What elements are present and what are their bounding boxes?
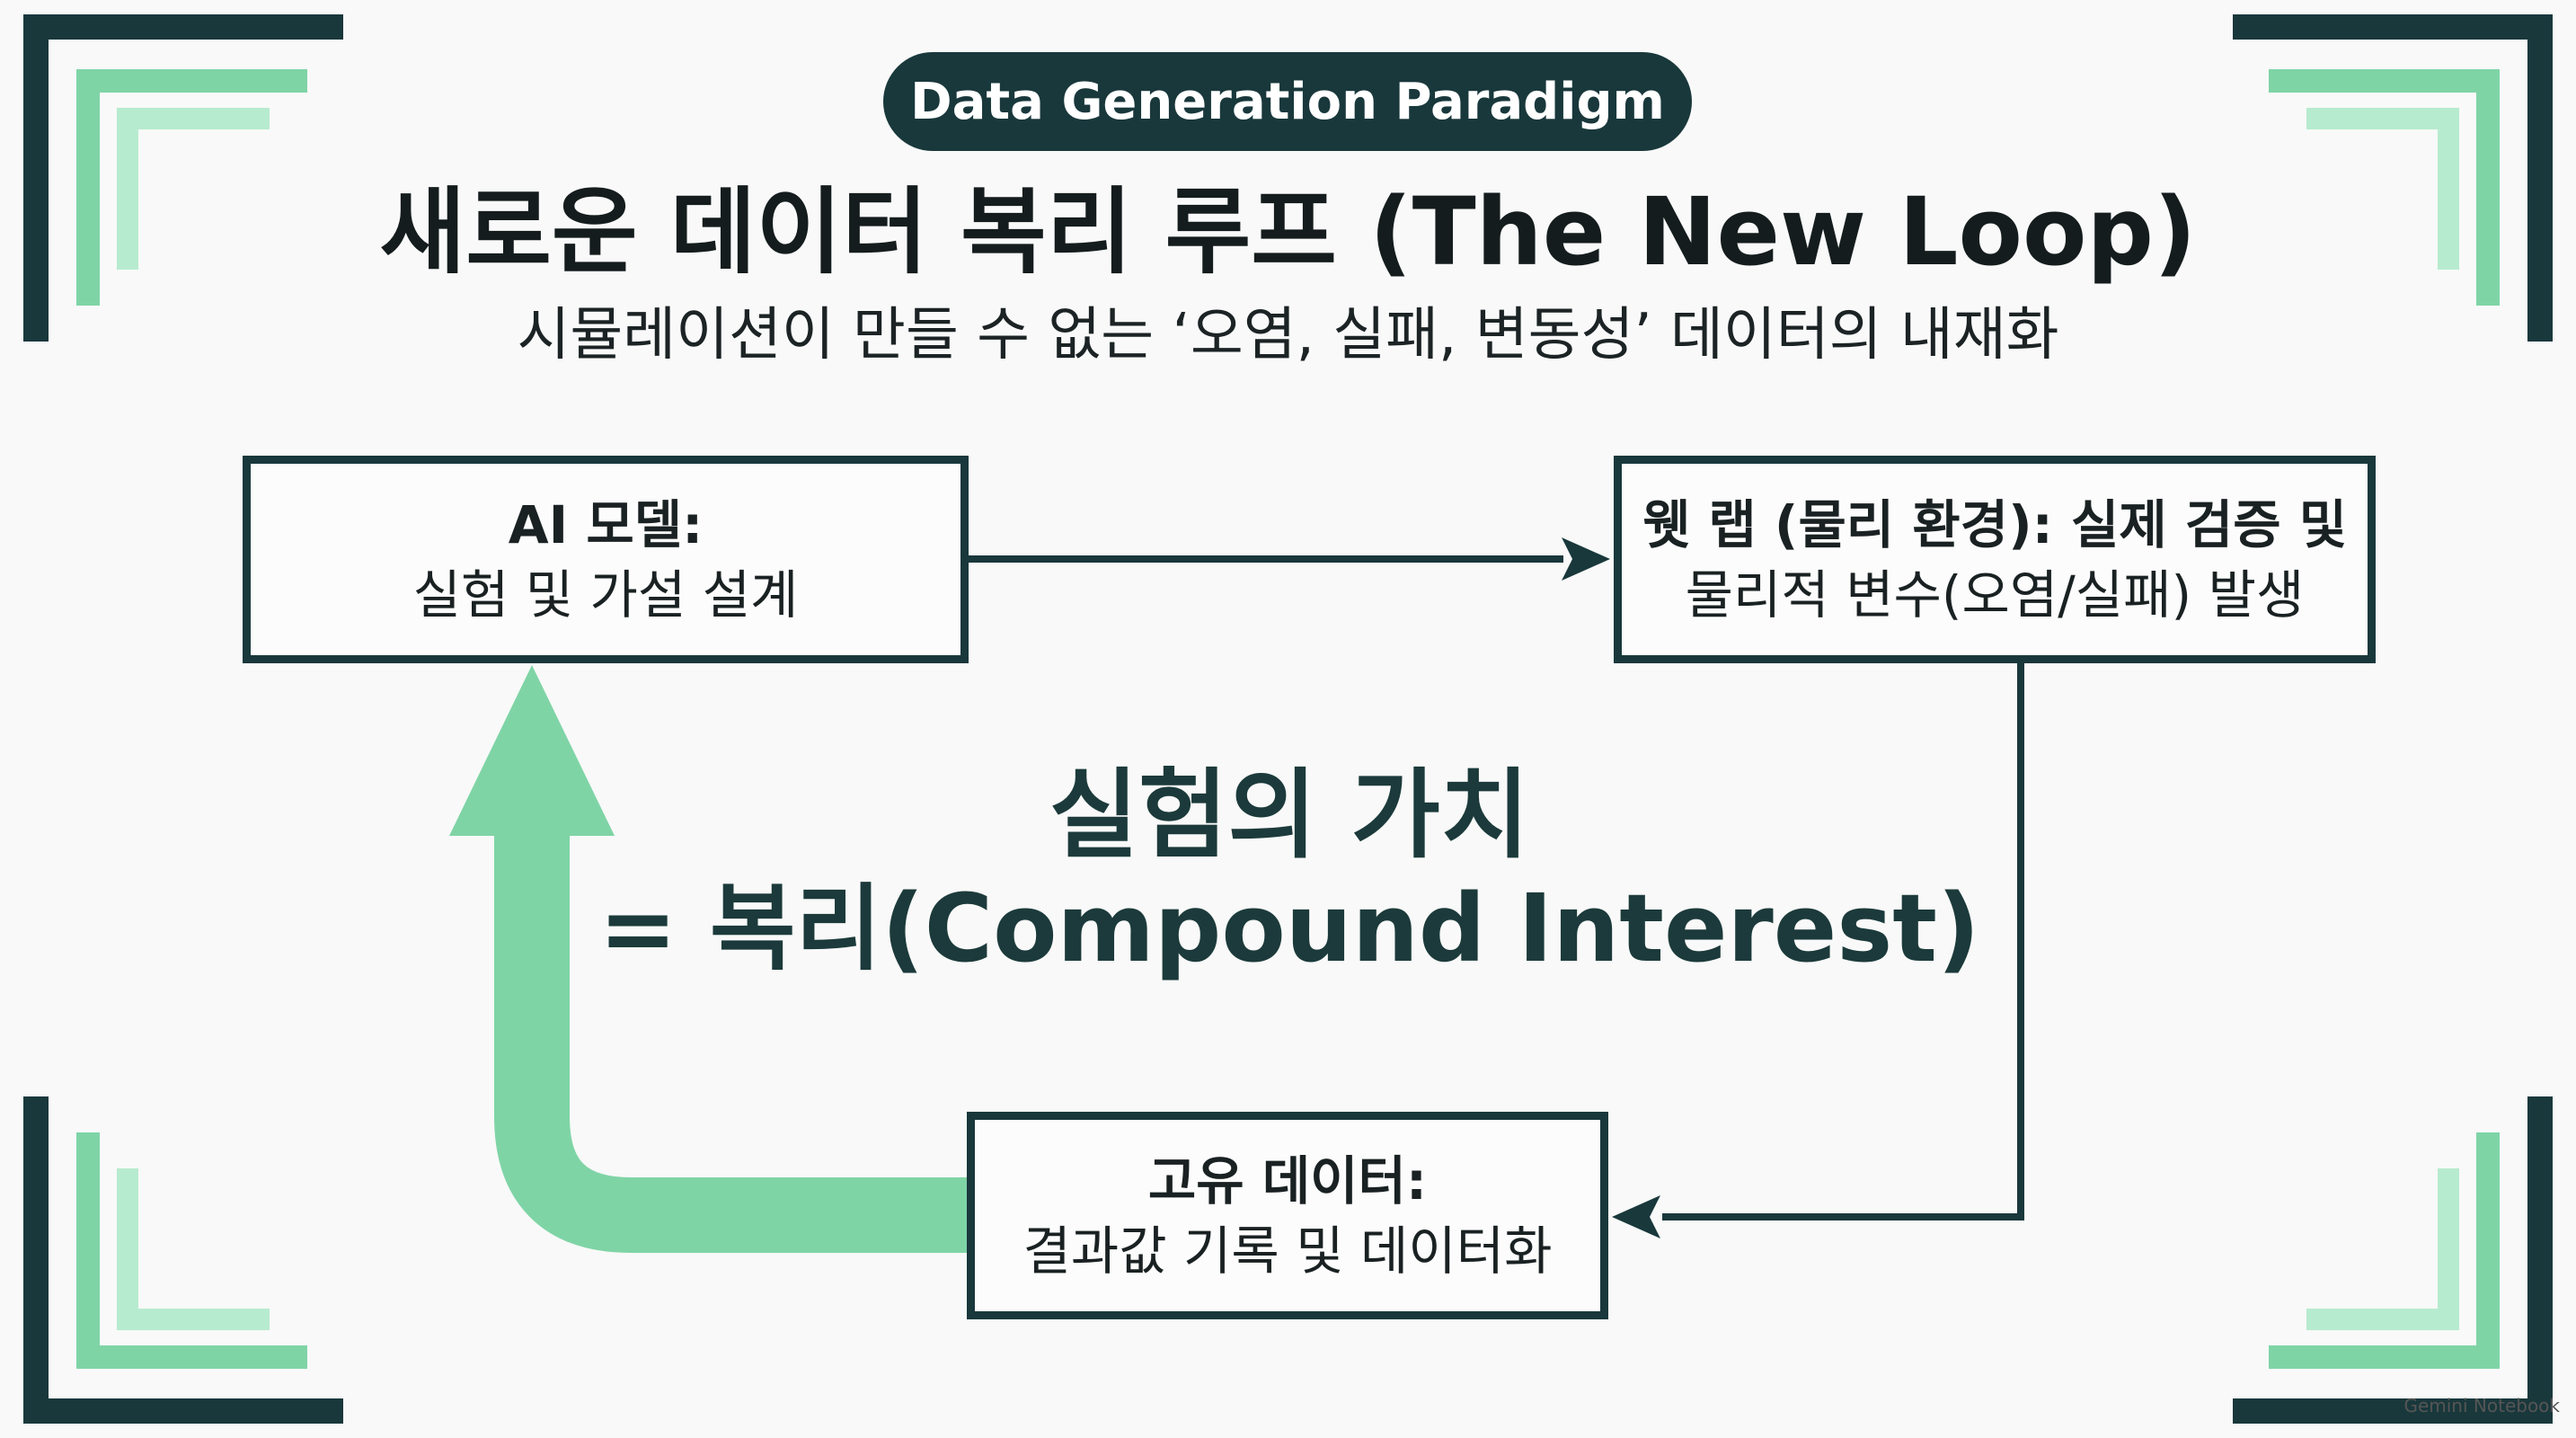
ai-model-node-title: AI 모델: bbox=[508, 493, 704, 555]
center-value-heading: 실험의 가치 bbox=[1049, 759, 1530, 872]
proprietary-data-node: 고유 데이터: 결과값 기록 및 데이터화 bbox=[967, 1112, 1608, 1319]
paradigm-badge: Data Generation Paradigm bbox=[883, 52, 1692, 151]
proprietary-data-node-desc: 결과값 기록 및 데이터화 bbox=[1022, 1220, 1553, 1282]
arrow-lab-to-data-head bbox=[1612, 1195, 1660, 1238]
wet-lab-node-title: 웻 랩 (물리 환경): 실제 검증 및 bbox=[1642, 493, 2348, 555]
corner-bracket-top-left bbox=[23, 14, 343, 342]
page-subtitle: 시뮬레이션이 만들 수 없는 ‘오염, 실패, 변동성’ 데이터의 내재화 bbox=[517, 302, 2059, 368]
ai-model-node-desc: 실험 및 가설 설계 bbox=[412, 564, 799, 626]
corner-bracket-bottom-right bbox=[2233, 1096, 2553, 1424]
paradigm-badge-label: Data Generation Paradigm bbox=[910, 72, 1665, 131]
wet-lab-node: 웻 랩 (물리 환경): 실제 검증 및 물리적 변수(오염/실패) 발생 bbox=[1614, 456, 2376, 663]
ai-model-node: AI 모델: 실험 및 가설 설계 bbox=[243, 456, 969, 663]
arrow-lab-to-data bbox=[1662, 663, 2024, 1221]
watermark: Gemini Notebook bbox=[2403, 1395, 2560, 1416]
arrow-ai-to-lab-head bbox=[1562, 537, 1610, 581]
page-title: 새로운 데이터 복리 루프 (The New Loop) bbox=[379, 177, 2197, 287]
center-compound-interest: = 복리(Compound Interest) bbox=[598, 874, 1980, 983]
corner-bracket-top-right bbox=[2233, 14, 2553, 342]
corner-bracket-bottom-left bbox=[23, 1096, 343, 1424]
big-return-arrowhead bbox=[449, 665, 615, 836]
proprietary-data-node-title: 고유 데이터: bbox=[1147, 1150, 1428, 1212]
wet-lab-node-desc: 물리적 변수(오염/실패) 발생 bbox=[1685, 564, 2305, 626]
big-return-arrow bbox=[494, 831, 967, 1253]
